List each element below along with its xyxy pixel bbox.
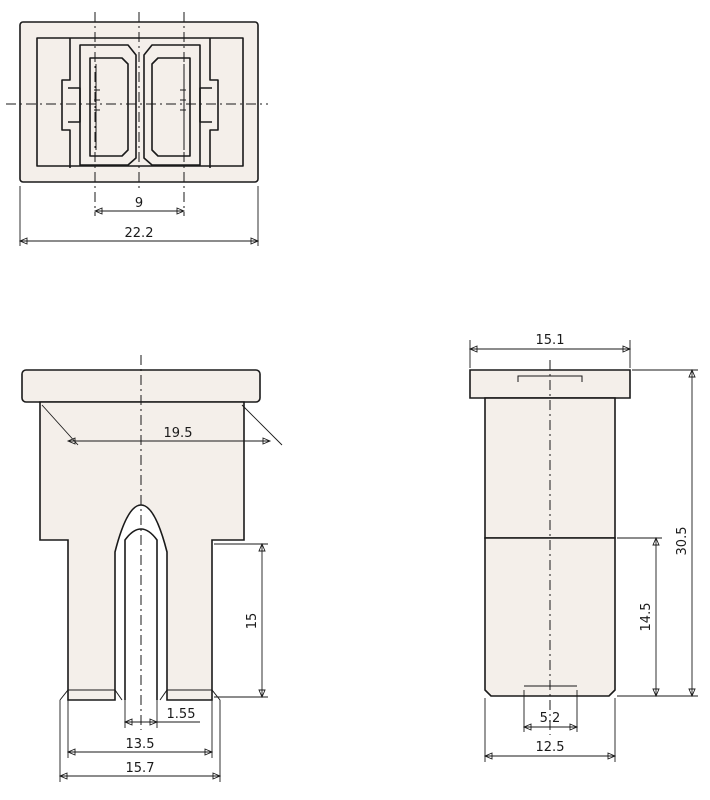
dim-arrows-side-pin-length (652, 536, 660, 698)
dim-arrows-front-pin-length (258, 542, 266, 699)
top-right-terminal-outer (143, 44, 201, 166)
dim-arrows-side-total-height (688, 368, 696, 698)
dim-side-head-width: 15.1 (536, 333, 565, 348)
front-view: 19.5 15 1.55 13.5 15.7 (21, 355, 283, 782)
dim-front-outer-width: 15.7 (126, 761, 155, 776)
dim-front-pin-length: 15 (245, 613, 260, 630)
dim-side-base-width: 12.5 (536, 740, 565, 755)
front-shoulder-leader-left (41, 404, 79, 446)
dim-arrows-front-outer-width (58, 772, 222, 780)
dim-front-pin-gap: 1.55 (167, 707, 196, 722)
dim-top-width: 22.2 (125, 226, 154, 241)
dim-arrows-front-inner-width (66, 748, 214, 756)
dim-arrows-side-pin-gap (522, 723, 579, 731)
dim-arrows-top-width (18, 237, 260, 245)
dim-front-shoulder: 19.5 (164, 426, 193, 441)
top-right-latch (199, 87, 212, 123)
top-right-housing-edge (209, 38, 219, 168)
dim-side-total-height: 30.5 (675, 527, 690, 556)
top-left-terminal-outer (79, 44, 137, 166)
dim-side-pin-gap: 5.2 (540, 711, 561, 726)
dim-arrows-side-head-width (468, 345, 632, 353)
front-slot-inner (124, 528, 158, 700)
top-left-housing-edge (61, 38, 71, 168)
top-view-inner-frame (36, 37, 244, 167)
top-left-latch (68, 87, 81, 123)
dim-front-inner-width: 13.5 (126, 737, 155, 752)
dim-top-pitch: 9 (135, 196, 143, 211)
top-left-blade (94, 64, 100, 150)
side-view: 15.1 30.5 14.5 5.2 12.5 (468, 333, 698, 762)
dim-arrows-side-base-width (483, 752, 617, 760)
dim-arrows-top-pitch (93, 207, 186, 215)
dim-arrows-front-shoulder (66, 437, 272, 445)
top-right-terminal-inner (151, 57, 191, 157)
dim-arrows-front-pin-gap (123, 718, 159, 726)
top-view: 9 22.2 (6, 12, 268, 246)
top-left-terminal-inner (89, 57, 129, 157)
front-shoulder-leader-right (241, 404, 283, 446)
front-pin-chamfer (59, 689, 221, 701)
dim-side-pin-length: 14.5 (639, 603, 654, 632)
front-body (39, 401, 245, 701)
